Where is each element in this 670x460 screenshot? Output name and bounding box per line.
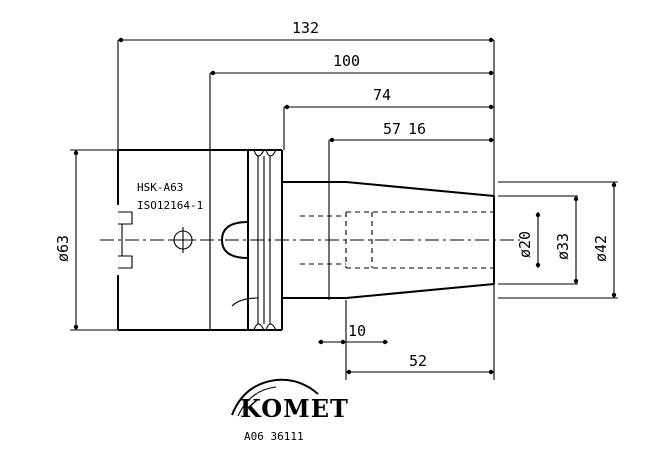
brand-name: KOMET bbox=[240, 394, 349, 423]
shrink-extension bbox=[282, 181, 495, 299]
part-number: A06 36111 bbox=[244, 430, 304, 443]
dim-16-label: 16 bbox=[408, 120, 426, 138]
standard-note: ISO12164-1 bbox=[137, 199, 203, 212]
dim-d63-label: ø63 bbox=[54, 235, 72, 262]
interface-note: HSK-A63 bbox=[137, 181, 183, 194]
dimension-10: 10 bbox=[318, 300, 388, 380]
hsk-shank bbox=[117, 149, 249, 331]
dim-10-label: 10 bbox=[348, 322, 366, 340]
dimension-d42: ø42 bbox=[498, 181, 618, 299]
dim-52-label: 52 bbox=[409, 352, 427, 370]
dim-d42-label: ø42 bbox=[592, 235, 610, 262]
dim-d33-label: ø33 bbox=[554, 233, 572, 260]
dimension-d20: ø20 bbox=[516, 212, 541, 268]
dimension-d33: ø33 bbox=[498, 195, 579, 285]
dimension-74: 74 bbox=[283, 86, 494, 150]
dimension-d63: ø63 bbox=[54, 149, 122, 331]
dim-74-label: 74 bbox=[373, 86, 391, 104]
dim-57-label: 57 bbox=[383, 120, 401, 138]
dim-d20-label: ø20 bbox=[516, 231, 534, 258]
dimension-52: 52 bbox=[346, 352, 494, 375]
komet-logo: KOMET A06 36111 bbox=[231, 378, 349, 443]
dim-100-label: 100 bbox=[333, 52, 360, 70]
dimension-57-16: 57 16 bbox=[328, 120, 494, 300]
dim-132-label: 132 bbox=[292, 19, 319, 37]
